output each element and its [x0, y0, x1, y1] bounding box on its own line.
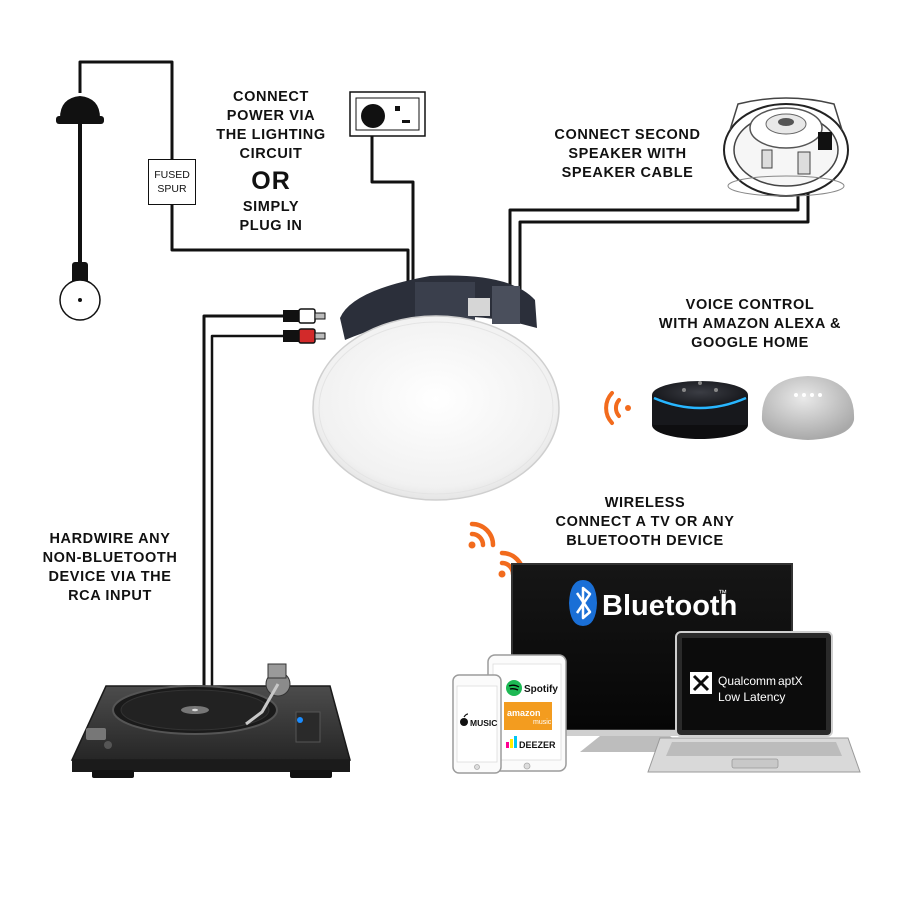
fused-spur-box: FUSED SPUR: [148, 159, 196, 205]
rca-cable: [202, 314, 283, 686]
second-speaker: [723, 97, 849, 197]
plug-label-line: SIMPLY: [242, 199, 300, 215]
wifi-icon-voice: [604, 391, 631, 425]
power-label-line: POWER VIA: [226, 108, 316, 124]
power-label-line: CONNECT: [233, 89, 309, 105]
laptop: Qualcomm aptX Low Latency: [647, 631, 861, 773]
rca-plugs: [283, 308, 326, 344]
hardwire-label-line: RCA INPUT: [68, 588, 152, 604]
fused-spur-label-line: SPUR: [157, 183, 187, 195]
apple-music-text: MUSIC: [470, 718, 497, 728]
wireless-label-line: BLUETOOTH DEVICE: [566, 533, 724, 549]
rca-red-plug: [298, 328, 316, 344]
voice-control-label: VOICE CONTROL WITH AMAZON ALEXA & GOOGLE…: [640, 296, 860, 353]
tv-brand-text: Bluetooth: [602, 590, 737, 622]
hardwire-label: HARDWIRE ANY NON-BLUETOOTH DEVICE VIA TH…: [25, 530, 195, 606]
plug-cable: [370, 126, 415, 282]
amazon-music-text: music: [533, 719, 552, 726]
main-speaker: [312, 275, 560, 501]
speaker-cable-2: [518, 182, 810, 300]
lighting-cable: [78, 60, 410, 282]
ceiling-pendant: [56, 96, 104, 321]
wireless-label-line: WIRELESS: [604, 495, 686, 511]
laptop-tagline-text: Low Latency: [718, 690, 785, 704]
smartphone: MUSIC: [452, 674, 502, 774]
amazon-echo-dot: [652, 381, 748, 439]
power-label-line: THE LIGHTING: [216, 127, 326, 143]
wifi-icon-wireless: [468, 521, 496, 549]
spotify-logo-icon: [506, 680, 522, 696]
amazon-text: amazon: [507, 708, 541, 718]
fused-spur-label-line: FUSED: [154, 169, 190, 181]
second-speaker-label-line: SPEAKER CABLE: [561, 165, 694, 181]
deezer-logo-icon: [506, 736, 517, 748]
wireless-label: WIRELESS CONNECT A TV OR ANY BLUETOOTH D…: [545, 494, 745, 551]
second-speaker-label-line: CONNECT SECOND: [554, 127, 701, 143]
tablet: Spotify amazon music DEEZER: [487, 654, 567, 772]
hardwire-label-line: HARDWIRE ANY: [49, 531, 171, 547]
second-speaker-label: CONNECT SECOND SPEAKER WITH SPEAKER CABL…: [540, 126, 715, 183]
wireless-label-line: CONNECT A TV OR ANY: [555, 514, 735, 530]
cables: [78, 60, 810, 686]
laptop-product-text: aptX: [778, 674, 803, 688]
rca-cable-2: [210, 334, 283, 686]
spotify-text: Spotify: [524, 684, 558, 695]
power-label-line: CIRCUIT: [239, 146, 303, 162]
tv-tm-text: ™: [718, 588, 727, 598]
aptx-logo-icon: [690, 672, 712, 694]
power-label: CONNECT POWER VIA THE LIGHTING CIRCUIT O…: [196, 88, 346, 236]
voice-label-line: GOOGLE HOME: [691, 335, 809, 351]
laptop-brand-text: Qualcomm: [718, 674, 776, 688]
turntable: [70, 663, 351, 778]
speaker-cable: [508, 182, 800, 300]
or-label: OR: [251, 167, 291, 195]
apple-logo-icon: [460, 713, 469, 726]
voice-label-line: VOICE CONTROL: [685, 297, 815, 313]
hardwire-label-line: NON-BLUETOOTH: [42, 550, 178, 566]
wall-socket: [349, 91, 426, 137]
plug-label-line: PLUG IN: [239, 218, 303, 234]
voice-label-line: WITH AMAZON ALEXA &: [658, 316, 842, 332]
google-home-mini: [761, 376, 855, 440]
hardwire-label-line: DEVICE VIA THE: [48, 569, 172, 585]
bluetooth-logo-icon: [569, 580, 597, 626]
second-speaker-label-line: SPEAKER WITH: [568, 146, 687, 162]
deezer-text: DEEZER: [519, 740, 556, 750]
